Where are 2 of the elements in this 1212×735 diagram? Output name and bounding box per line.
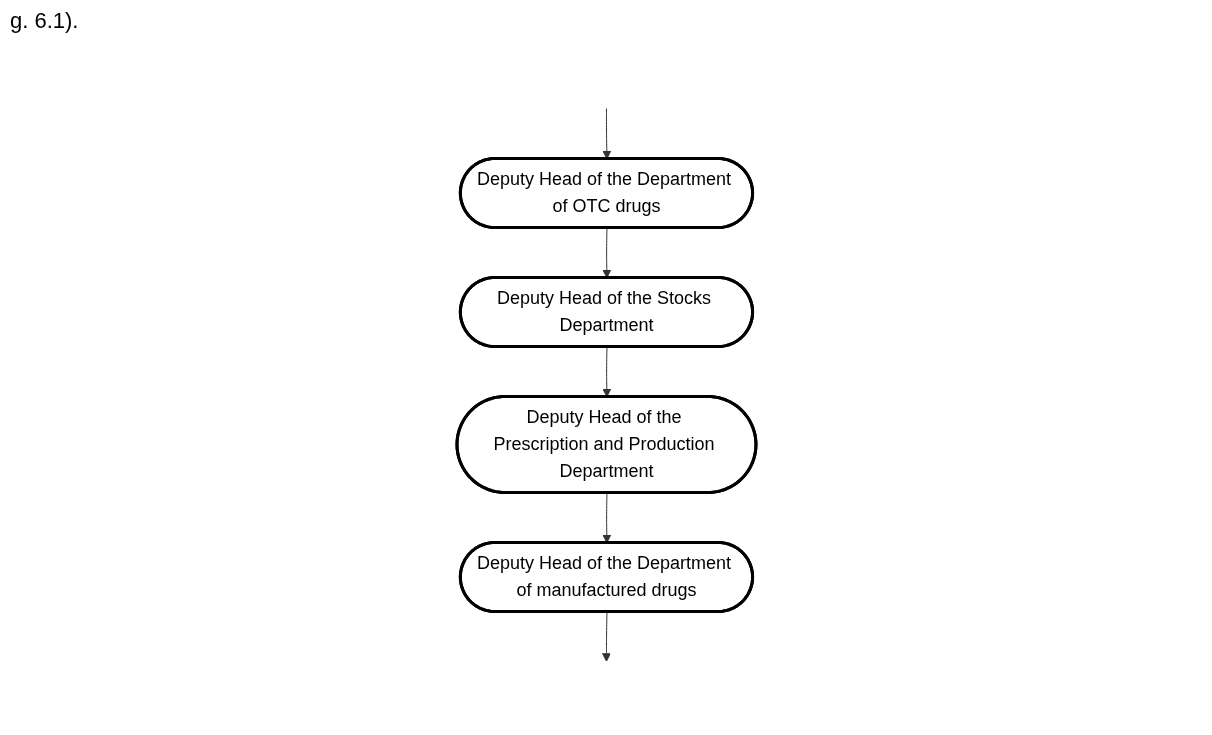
- note-text: g. 6.1).: [10, 8, 79, 34]
- arrow: [601, 611, 611, 662]
